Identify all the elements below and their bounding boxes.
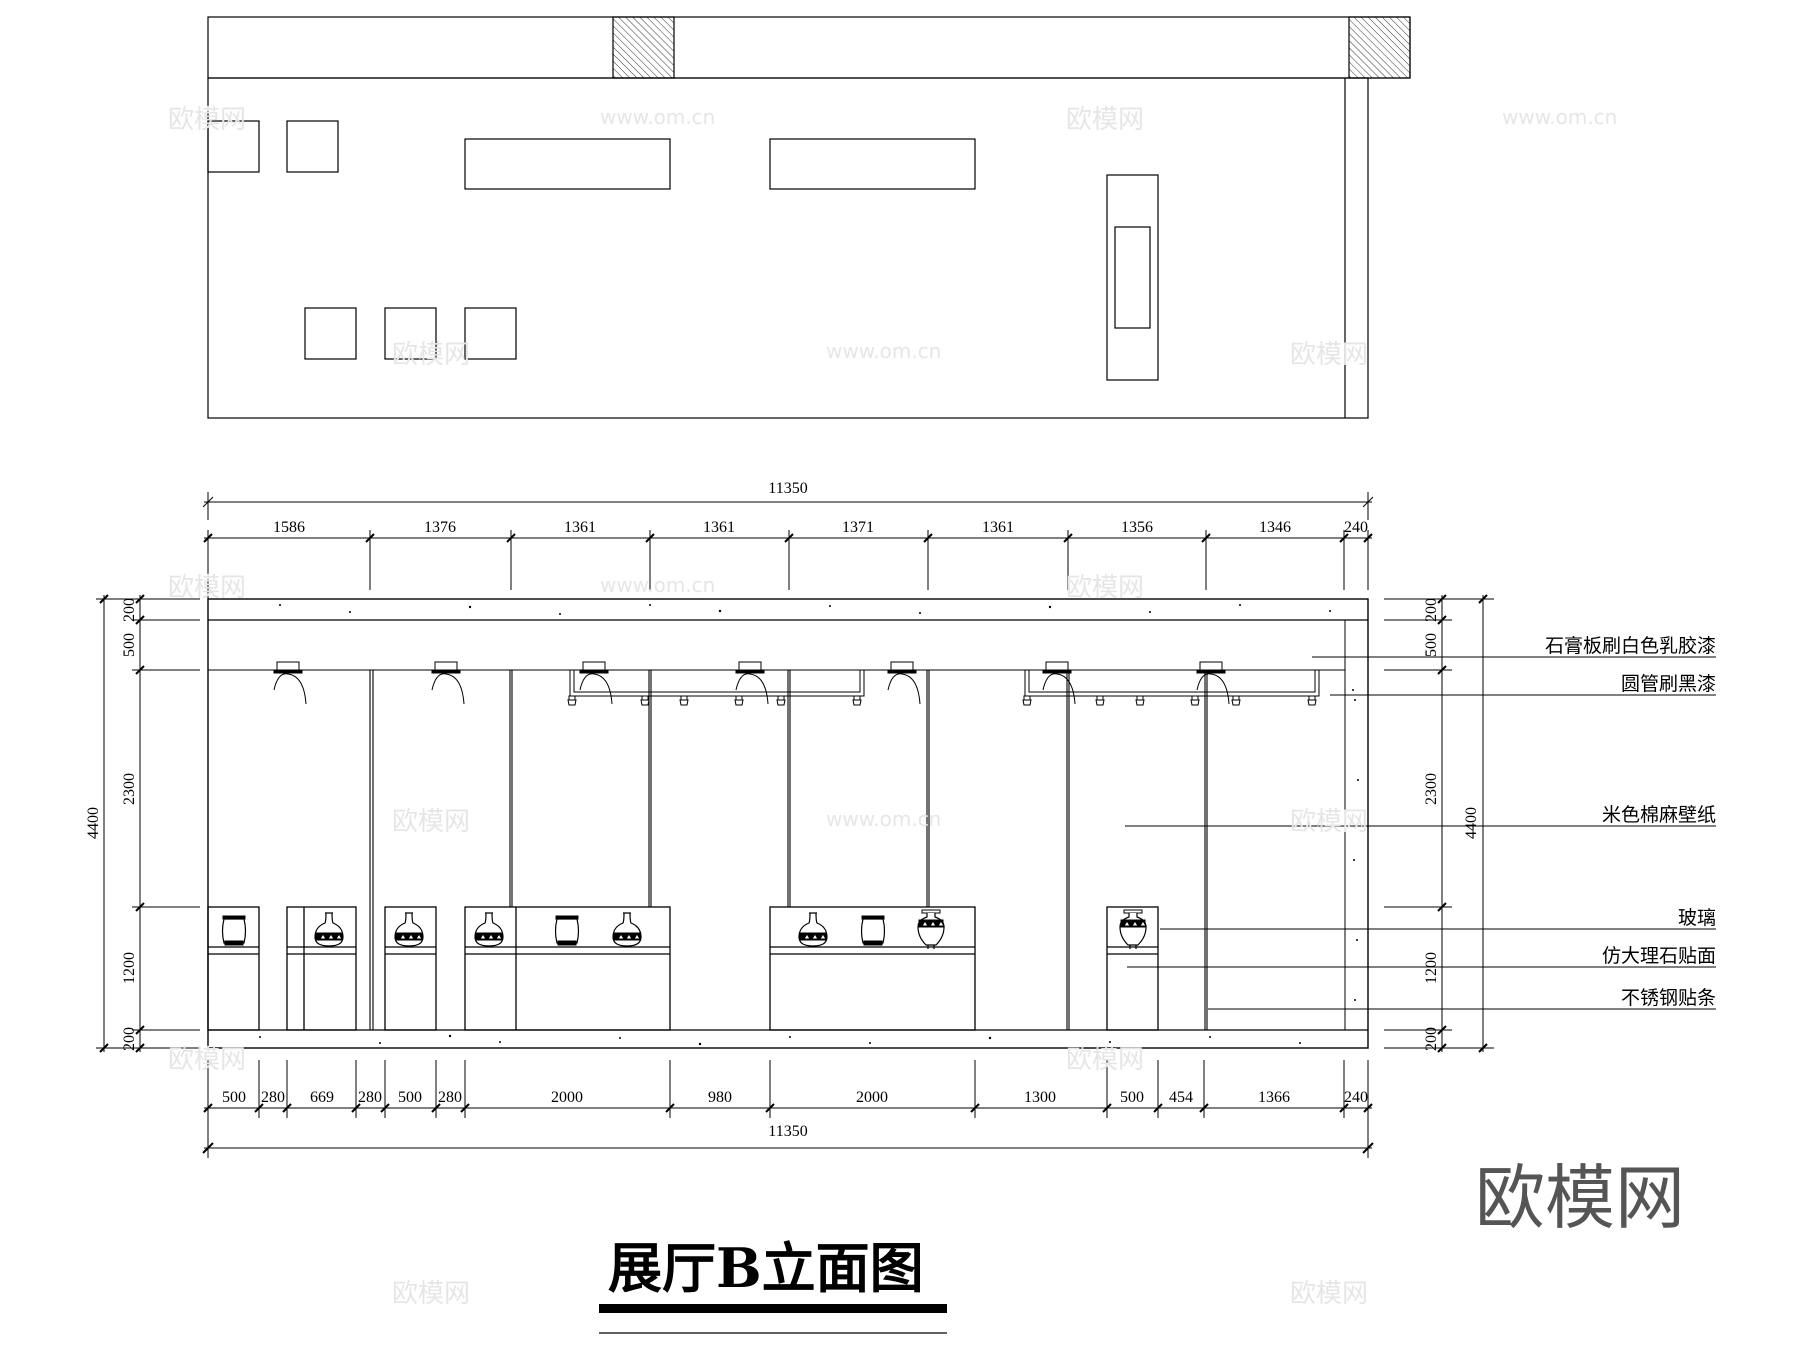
plan-column-hatch-right [1348,16,1411,79]
plan-column-hatch [612,16,675,79]
bottom-dimension-text: 500 280 669 280 500 280 2000 980 2000 13… [222,1089,1368,1140]
dim-text: 1586 [273,519,305,536]
plan-case-inner [1114,226,1151,329]
dim-text: 200 [1423,598,1440,622]
dim-text: 4400 [1463,807,1480,839]
dim-text: 200 [121,598,138,622]
watermark: 欧模网 [1290,340,1368,370]
left-dimension-text: 4400 200 500 2300 1200 200 [85,598,138,1051]
dim-text: 1361 [982,519,1014,536]
dim-text: 4400 [85,807,102,839]
vases [221,909,1147,950]
plan-ceiling-band [207,16,1411,79]
dimension-lines [96,492,1716,1158]
spotlights [567,695,1317,706]
watermark: 欧模网 [392,1279,470,1309]
dim-text: 2300 [1423,773,1440,805]
watermarks: 欧模网 www.om.cn 欧模网 www.om.cn 欧模网 www.om.c… [168,105,1617,1309]
dim-text: 500 [1120,1089,1144,1106]
bottom-total-dim: 11350 [768,1123,807,1140]
dim-text: 2300 [121,773,138,805]
dim-text: 280 [261,1089,285,1106]
watermark: 欧模网 [392,340,470,370]
watermark: 欧模网 [168,105,246,135]
dim-text: 1356 [1121,519,1153,536]
label-glass: 玻璃 [1678,907,1716,929]
dim-text: 500 [121,633,138,657]
dim-text: 200 [121,1027,138,1051]
dim-text: 1371 [842,519,874,536]
dim-text: 1200 [1423,952,1440,984]
dim-text: 1366 [1258,1089,1290,1106]
plan-case-tall [1106,174,1159,381]
plan-room-outline [207,77,1369,419]
dim-text: 1361 [703,519,735,536]
watermark: 欧模网 [1290,807,1368,837]
light-track [569,670,1320,697]
top-dimension-text: 11350 1586 1376 1361 1361 1371 1361 1356… [273,480,1368,536]
downlights [273,661,1230,705]
plan-case [207,120,260,173]
watermark: www.om.cn [1502,105,1617,129]
plan-case [464,307,517,360]
dim-text: 1361 [564,519,596,536]
title-underline-thick [599,1304,947,1313]
dim-text: 1346 [1259,519,1291,536]
plan-case [384,307,437,360]
watermark: www.om.cn [826,339,941,363]
dim-text: 1376 [424,519,456,536]
watermark: 欧模网 [1066,105,1144,135]
dim-text: 980 [708,1089,732,1106]
dim-text: 240 [1344,519,1368,536]
display-cases [207,906,1159,1031]
label-wallpaper: 米色棉麻壁纸 [1602,804,1716,826]
material-labels: 石膏板刷白色乳胶漆 圆管刷黑漆 米色棉麻壁纸 玻璃 仿大理石贴面 不锈钢贴条 [1545,634,1716,1009]
concrete-texture [259,604,1359,1046]
plan-case [304,307,357,360]
watermark: 欧模网 [392,807,470,837]
watermark: 欧模网 [1066,1045,1144,1075]
plan-case [286,120,339,173]
drawing-title: 展厅B立面图 [608,1236,924,1300]
plan-case-long [769,138,976,190]
label-marble-veneer: 仿大理石贴面 [1602,945,1716,967]
watermark: 欧模网 [168,573,246,603]
watermark: www.om.cn [600,105,715,129]
watermark: 欧模网 [168,1045,246,1075]
dim-text: 500 [398,1089,422,1106]
top-total-dim: 11350 [768,480,807,497]
dim-text: 500 [222,1089,246,1106]
dim-text: 2000 [551,1089,583,1106]
right-dimension-text: 4400 200 500 2300 1200 200 [1423,598,1480,1051]
watermark: 欧模网 [1066,573,1144,603]
label-black-pipe: 圆管刷黑漆 [1621,673,1716,695]
brand-watermark: 欧模网 [1475,1157,1685,1239]
dim-text: 280 [438,1089,462,1106]
watermark: www.om.cn [600,573,715,597]
label-gypsum-board: 石膏板刷白色乳胶漆 [1545,634,1716,657]
dim-text: 1300 [1024,1089,1056,1106]
dim-text: 454 [1169,1089,1193,1106]
dim-text: 200 [1423,1027,1440,1051]
dim-text: 1200 [121,952,138,984]
dim-text: 500 [1423,633,1440,657]
plan-view [207,16,1411,419]
dim-text: 280 [358,1089,382,1106]
label-steel-strip: 不锈钢贴条 [1621,987,1716,1009]
elevation-view [207,598,1369,1049]
dim-text: 669 [310,1089,334,1106]
watermark: 欧模网 [1290,1279,1368,1309]
dim-text: 240 [1344,1089,1368,1106]
hanging-rods [369,670,1208,1030]
plan-case-long [464,138,671,190]
dim-text: 2000 [856,1089,888,1106]
watermark: www.om.cn [826,807,941,831]
